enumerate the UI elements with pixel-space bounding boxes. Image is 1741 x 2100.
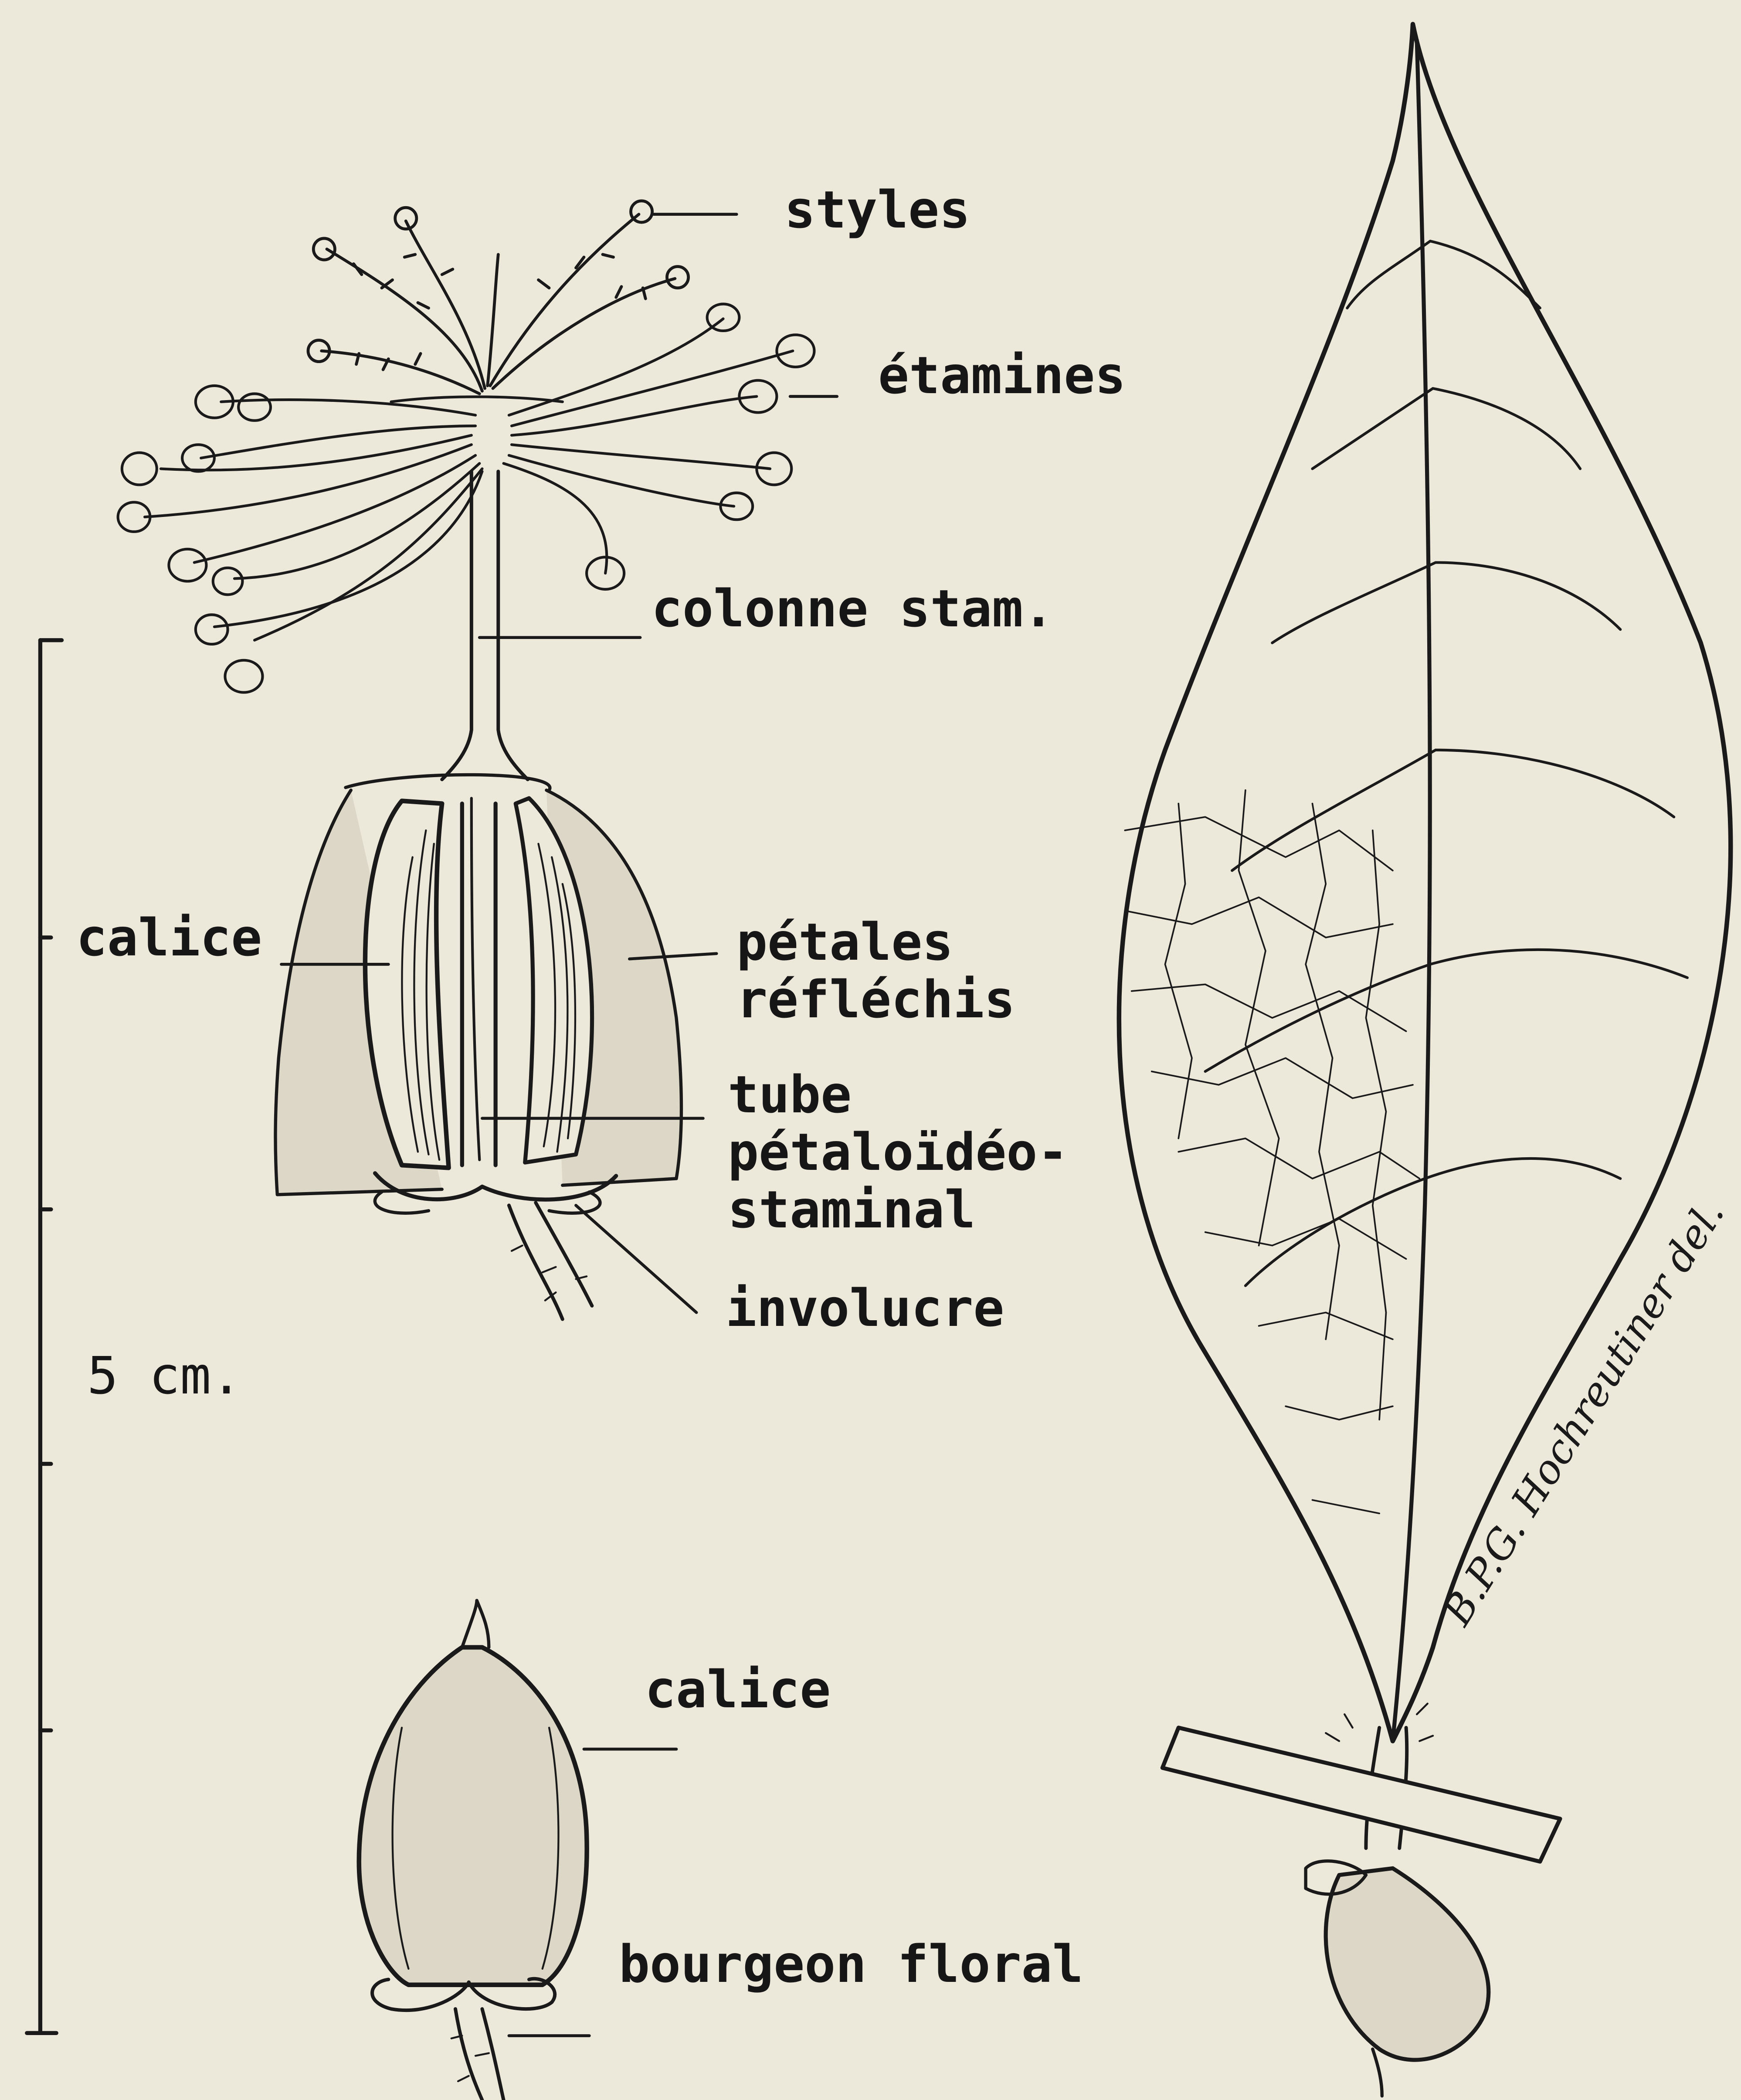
label-bourgeon-floral: bourgeon floral [619,1935,1083,1993]
label-scale-5cm: 5 cm. [87,1347,242,1404]
stamens-drawing [118,304,815,780]
label-calice-bud: calice [645,1661,831,1718]
label-colonne-stam: colonne stam. [652,580,1054,637]
scale-bar [27,640,62,2033]
leaf-drawing [1119,24,1731,2096]
styles-drawing [308,201,689,394]
label-calice-flower: calice [76,909,262,966]
label-styles: styles [784,181,970,238]
label-involucre: involucre [726,1279,1004,1337]
flower-bud-drawing [359,1600,676,2100]
flower-body-drawing [275,775,681,1319]
label-petales-reflechis: pétales réfléchis [736,913,1015,1028]
label-etamines: étamines [878,347,1126,404]
label-tube-petaloideo-staminal: tube pétaloïdéo- staminal [728,1066,1068,1238]
